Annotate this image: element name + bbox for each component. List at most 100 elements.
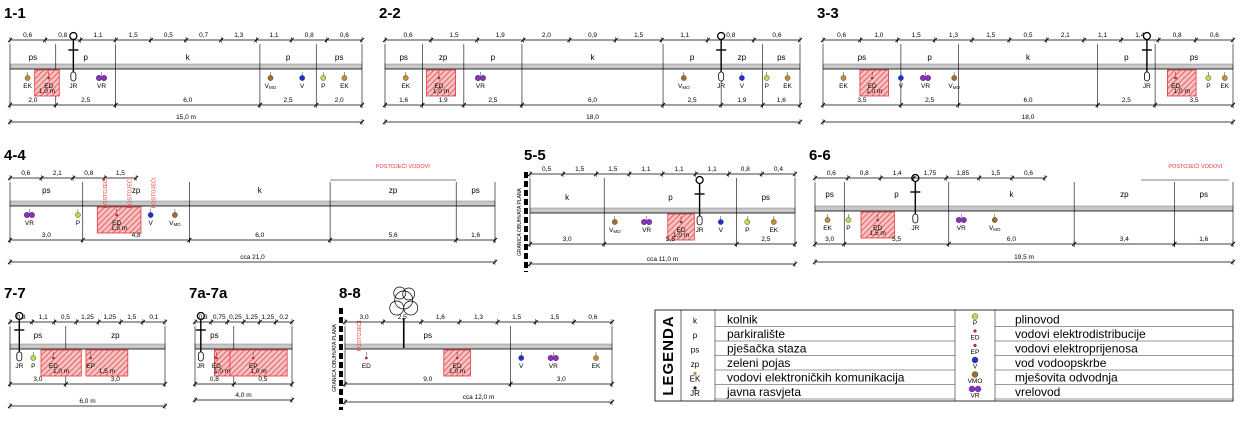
top-dim-label: 1,1 xyxy=(708,166,717,173)
util-label-VR: VR xyxy=(549,363,558,370)
total-dim-label: cca 11,0 m xyxy=(647,256,678,263)
road-surface xyxy=(384,63,801,70)
vr-pipe-icon xyxy=(646,218,653,225)
zone-label-ps: ps xyxy=(34,331,42,340)
top-dim-label: 2,5 xyxy=(398,314,407,321)
legend-text: zeleni pojas xyxy=(727,356,790,370)
top-dim-label: 0,5 xyxy=(542,166,551,173)
zone-label-p: p xyxy=(927,53,932,62)
top-dim-label: 1,4 xyxy=(893,170,902,177)
top-dim-label: 0,8 xyxy=(860,170,869,177)
zone-label-p: p xyxy=(690,53,695,62)
ed-cable-icon xyxy=(876,218,880,222)
vr-pipe-icon xyxy=(96,74,103,81)
legend-text: vodovi elektroprijenosa xyxy=(1015,342,1138,356)
ep-cable-icon xyxy=(89,356,92,360)
util-label-P: P xyxy=(321,83,325,90)
top-dim-label: 1,5 xyxy=(127,314,136,321)
zone-label-ps: ps xyxy=(1200,190,1208,199)
legend-pipe-icon xyxy=(971,313,979,320)
util-label-VR: VR xyxy=(642,227,651,234)
existing-label: POSTOJEĆI xyxy=(356,320,363,352)
zone-label-p: p xyxy=(668,193,673,202)
vr-pipe-icon xyxy=(474,74,481,81)
ed-cable-icon xyxy=(679,220,683,224)
legend-text: vod vodoopskrbe xyxy=(1015,356,1107,370)
util-label-P: P xyxy=(765,83,769,90)
road-surface xyxy=(822,63,1234,70)
top-dim-label: 2,1 xyxy=(53,170,62,177)
ed-trench-box xyxy=(859,69,890,97)
top-dim-label: 1,5 xyxy=(912,32,921,39)
ep-cable-icon xyxy=(251,356,255,360)
section-title: 1-1 xyxy=(4,5,26,22)
mid-dim-label: 3,0 xyxy=(42,232,51,239)
legend-vr-icon xyxy=(974,385,982,393)
util-label-VR: VR xyxy=(957,225,966,232)
util-label-EP: EP xyxy=(86,363,95,370)
ed-trench-box-size: 1,0 m xyxy=(433,88,449,95)
p-pipe-icon xyxy=(744,219,751,225)
legend-text: parkiralište xyxy=(727,327,785,341)
util-label-JR: JR xyxy=(696,227,704,234)
util-label-sub: MO xyxy=(613,229,621,234)
util-label-VMO: VMO xyxy=(265,83,277,90)
top-dim-label: 0,8 xyxy=(305,32,314,39)
util-label-VR: VR xyxy=(97,83,106,90)
top-dim-label: 0,3 xyxy=(17,314,26,321)
mid-dim-label: 2,5 xyxy=(925,97,934,104)
legend-pipe-icon xyxy=(971,371,979,378)
ek-pipe-icon xyxy=(840,75,847,81)
vr-pipe-icon xyxy=(479,74,486,81)
util-label-V: V xyxy=(148,220,153,227)
vr-pipe-icon xyxy=(920,74,927,81)
util-label-EK: EK xyxy=(23,83,32,90)
ed-trench-box-size: 1,0 m xyxy=(673,232,689,239)
lamp-head-icon xyxy=(196,311,205,321)
top-dim-label: 2,1 xyxy=(1061,32,1070,39)
util-label-VR: VR xyxy=(921,83,930,90)
top-dim-label: 1,0 xyxy=(874,32,883,39)
mid-dim-label: 2,5 xyxy=(81,97,90,104)
util-label-VR: VR xyxy=(476,83,485,90)
legend-cable-icon xyxy=(973,329,977,333)
road-surface xyxy=(194,343,293,350)
p-pipe-icon xyxy=(1205,75,1212,81)
top-dim-label: 0,25 xyxy=(229,314,242,321)
util-label-VMO: VMO xyxy=(948,83,960,90)
lamp-head-icon xyxy=(717,31,726,41)
top-dim-label: 1,1 xyxy=(39,314,48,321)
mid-dim-label: 0,8 xyxy=(210,376,219,383)
legend-code-EK: EK xyxy=(690,375,701,384)
mid-dim-label: 6,0 xyxy=(183,97,192,104)
util-label-ED: ED xyxy=(868,83,877,90)
lamp-head-icon xyxy=(15,311,24,321)
top-dim-label: 0,6 xyxy=(21,170,30,177)
lamp-head-icon xyxy=(69,31,78,41)
zone-label-ps: ps xyxy=(825,190,833,199)
top-dim-label: 1,1 xyxy=(93,32,102,39)
mid-dim-label: 1,6 xyxy=(1199,236,1208,243)
util-label-P: P xyxy=(745,227,749,234)
util-label-sub: MO xyxy=(173,222,181,227)
top-dim-label: 1,4 xyxy=(1135,32,1144,39)
total-dim-label: 15,0 m xyxy=(176,114,196,121)
mid-dim-label: 2,5 xyxy=(1122,97,1131,104)
v-pipe-icon xyxy=(739,75,745,81)
zone-label-ps: ps xyxy=(777,53,785,62)
zone-label-p: p xyxy=(1124,53,1129,62)
mid-dim-label: 2,5 xyxy=(284,97,293,104)
p-pipe-icon xyxy=(320,75,327,81)
top-dim-label: 1,5 xyxy=(550,314,559,321)
util-label-EK: EK xyxy=(769,227,778,234)
top-dim-label: 0,5 xyxy=(61,314,70,321)
util-label-JR: JR xyxy=(717,83,725,90)
util-label-P: P xyxy=(76,220,80,227)
legend-code-EP: EP xyxy=(971,349,980,356)
v-pipe-icon xyxy=(898,75,904,81)
vmo-pipe-icon xyxy=(951,75,958,81)
top-dim-label: 0,9 xyxy=(588,32,597,39)
zone-label-k: k xyxy=(1026,53,1031,62)
